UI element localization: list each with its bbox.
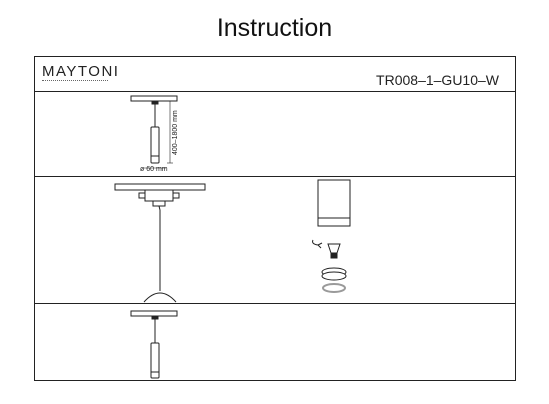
instruction-frame [34,56,516,381]
track-adapter-icon [144,189,174,202]
track-adapter-icon [151,315,159,320]
lamp-exploded-view [312,179,351,293]
section-divider-bottom [34,303,516,304]
track-rail-icon [130,95,178,102]
model-number: TR008–1–GU10–W [376,72,499,88]
page-title: Instruction [216,14,333,42]
track-adapter-icon [151,100,159,105]
brand-logo: MAYTONI [42,63,120,80]
track-rail-icon [130,310,178,317]
gu10-bulb-icon [327,243,341,254]
brand-tagline-decoration [42,80,108,84]
track-rail-icon [114,183,206,191]
lamp-housing-icon [317,179,351,227]
height-dimension-label: 400–1800 mm [172,110,179,155]
pendant-body-icon [150,126,160,164]
rotate-arrow-icon [312,239,319,246]
section-divider-middle [34,176,516,177]
diameter-dimension-label: ø 60 mm [140,166,168,173]
retaining-ring-icon [322,283,346,293]
pendant-diagram-1 [130,95,178,169]
canopy-icon [143,292,177,303]
pendant-diagram-2 [114,183,206,303]
section-divider-top [34,91,516,92]
pendant-body-icon [150,342,160,379]
pendant-diagram-3 [130,310,178,379]
